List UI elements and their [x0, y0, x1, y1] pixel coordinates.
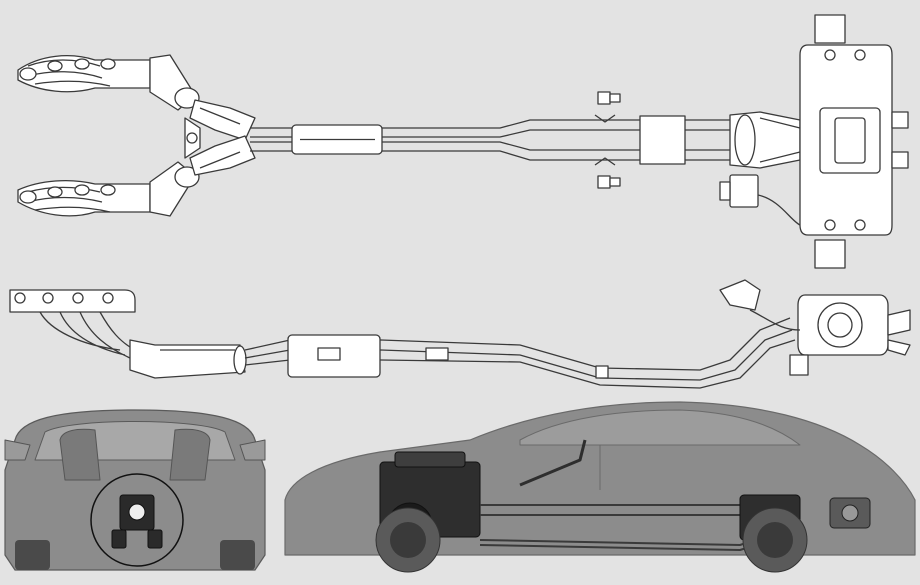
- car-rear-view: [4, 409, 266, 571]
- car-profile-view: [284, 401, 916, 573]
- side-hanger-3: [595, 365, 609, 379]
- y-pipe-crossover: [184, 117, 201, 159]
- rear-pipe-section: [639, 115, 686, 165]
- exhaust-valve-assembly: [729, 111, 801, 169]
- catalytic-converter-lower: [174, 135, 256, 188]
- side-exhaust-header: [9, 289, 136, 359]
- steering-column: [519, 439, 587, 487]
- exhaust-side-view: [9, 279, 911, 389]
- rear-muffler-profile: [829, 497, 871, 529]
- pipe-hanger-lower: [594, 157, 621, 189]
- pipe-hanger-upper: [594, 91, 621, 123]
- rear-wheel: [742, 507, 808, 573]
- valve-actuator: [719, 174, 801, 226]
- window-glass: [519, 409, 801, 446]
- mirror-right: [239, 439, 266, 461]
- seat-right: [169, 428, 211, 481]
- rear-exhaust-tips: [111, 494, 163, 549]
- side-hanger-2: [425, 347, 449, 361]
- rear-muffler: [799, 14, 909, 269]
- seat-left: [59, 428, 101, 481]
- exhaust-highlight-circle: [90, 473, 184, 567]
- side-hanger-1: [317, 347, 341, 361]
- mirror-left: [4, 439, 31, 461]
- lower-exhaust-header: [17, 161, 196, 217]
- front-wheel: [375, 507, 441, 573]
- exhaust-top-view: [17, 14, 909, 269]
- tire-right: [220, 540, 255, 570]
- tire-left: [15, 540, 50, 570]
- side-catalytic-converter: [129, 339, 247, 379]
- side-rear-muffler: [719, 279, 911, 376]
